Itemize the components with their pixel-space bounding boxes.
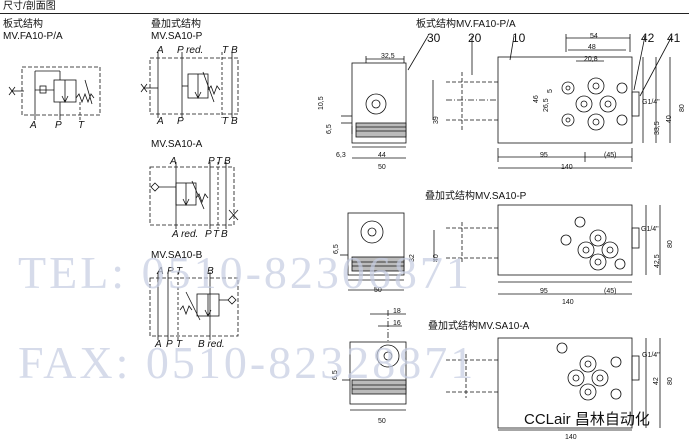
dim-bot-18: 18 xyxy=(393,308,401,315)
sa10a-bot-ared: A red. xyxy=(172,229,199,240)
dim-mid-50: 50 xyxy=(374,287,382,294)
sa10b-symbol xyxy=(149,272,239,340)
dim-bot-50: 50 xyxy=(378,418,386,425)
sa10p-bot-b: B xyxy=(231,116,238,127)
port-mid-g14: G1/4" xyxy=(641,226,659,233)
bottom-drawing-title: 叠加式结构MV.SA10-A xyxy=(428,321,530,332)
sa10a-top-t: T xyxy=(216,156,223,167)
page-title: 尺寸/剖面图 xyxy=(3,1,56,12)
dim-bot-16: 16 xyxy=(393,320,401,327)
sa10b-bot-p: P xyxy=(166,339,173,350)
sa10a-top-p: P xyxy=(208,156,215,167)
top-side-view xyxy=(341,56,407,159)
sa10b-model: MV.SA10-B xyxy=(151,250,203,261)
dim-bot-140: 140 xyxy=(565,434,577,441)
sa10a-bot-b: B xyxy=(221,229,228,240)
dim-95: 95 xyxy=(540,152,548,159)
dim-50: 50 xyxy=(378,164,386,171)
port-g14: G1/4" xyxy=(642,99,660,106)
callout-41: 41 xyxy=(667,31,681,45)
middle-plan-view xyxy=(433,204,661,295)
sa10a-top-a: A xyxy=(170,156,177,167)
sa10p-top-b: B xyxy=(231,45,238,56)
fa10-model: MV.FA10-P/A xyxy=(3,31,63,42)
dim-32-5: 32,5 xyxy=(381,53,395,60)
watermark-tel: TEL: 0510-82306871 xyxy=(18,247,472,298)
sa10p-top-pred: P red. xyxy=(177,45,204,56)
sa10p-top-a: A xyxy=(157,45,164,56)
dim-45: (45) xyxy=(604,152,617,159)
brand-logo: CCLair 昌林自动化 xyxy=(524,411,650,428)
fa10-port-a: A xyxy=(30,120,37,131)
sa10p-bot-p: P xyxy=(177,116,184,127)
sa10p-symbol xyxy=(140,52,239,118)
callout-30: 30 xyxy=(427,31,441,45)
callout-10: 10 xyxy=(512,31,526,45)
top-plan-view xyxy=(407,34,673,169)
dim-mid-140: 140 xyxy=(562,299,574,306)
sa10p-title: 叠加式结构 xyxy=(151,19,201,30)
dim-48: 48 xyxy=(588,44,596,51)
sa10a-top-b: B xyxy=(224,156,231,167)
sa10b-top-p: P xyxy=(167,266,174,277)
fa10-port-p: P xyxy=(55,120,62,131)
dim-44: 44 xyxy=(378,152,386,159)
middle-drawing-title: 叠加式结构MV.SA10-P xyxy=(425,191,527,202)
sa10b-top-b: B xyxy=(207,266,214,277)
dim-6-3: 6,3 xyxy=(336,152,346,159)
bottom-side-view xyxy=(342,310,407,411)
sa10b-bot-a: A xyxy=(155,339,162,350)
sa10p-top-t: T xyxy=(222,45,229,56)
top-drawing-title: 板式结构MV.FA10-P/A xyxy=(416,19,516,30)
port-bot-g14: G1/4" xyxy=(642,352,660,359)
sa10p-bot-t: T xyxy=(222,116,229,127)
dim-140: 140 xyxy=(561,164,573,171)
bottom-plan-view xyxy=(446,337,661,431)
watermark-fax: FAX: 0510-82328871 xyxy=(18,337,477,388)
sa10b-bot-bred: B red. xyxy=(198,339,225,350)
dim-mid-45: (45) xyxy=(604,288,617,295)
dim-20-8: 20,8 xyxy=(584,56,598,63)
fa10-port-t: T xyxy=(78,120,85,131)
dim-mid-95: 95 xyxy=(540,288,548,295)
sa10p-bot-a: A xyxy=(157,116,164,127)
header-divider xyxy=(0,13,689,14)
dim-54: 54 xyxy=(590,33,598,40)
sa10a-bot-t: T xyxy=(213,229,220,240)
sa10a-bot-p: P xyxy=(205,229,212,240)
sa10b-top-t: T xyxy=(176,266,183,277)
sa10b-top-a: A xyxy=(157,266,164,277)
fa10-title: 板式结构 xyxy=(3,19,43,30)
sa10p-model: MV.SA10-P xyxy=(151,31,203,42)
sa10b-bot-t: T xyxy=(176,339,183,350)
sa10a-symbol xyxy=(149,162,239,229)
sa10a-model: MV.SA10-A xyxy=(151,139,203,150)
middle-side-view xyxy=(340,212,405,291)
fa10-symbol xyxy=(8,66,101,120)
callout-20: 20 xyxy=(468,31,482,45)
